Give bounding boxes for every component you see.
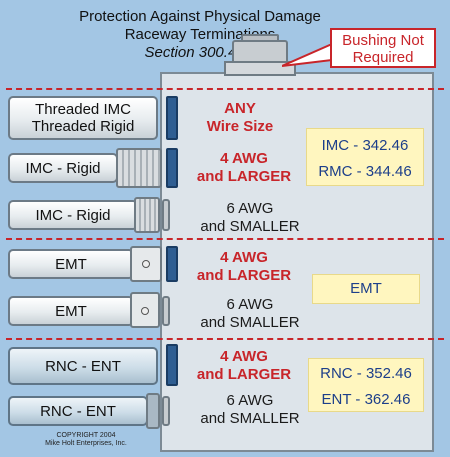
screw-icon <box>142 260 150 268</box>
title-line-2: Raceway Terminations <box>124 26 276 43</box>
conduit-rnc-ent-1: RNC - ENT <box>8 347 158 385</box>
locknut-threaded <box>166 96 178 140</box>
wire-large-2-line-1: 4 AWG <box>220 249 268 266</box>
divider-top <box>6 88 444 90</box>
locknut-rnc-ent-2 <box>162 396 170 426</box>
fitting-rnc-ent-2 <box>146 393 160 429</box>
conduit-threaded: Threaded IMC Threaded Rigid <box>8 96 158 140</box>
conduit-threaded-label-2: Threaded Rigid <box>31 118 135 135</box>
divider-emt <box>6 238 444 240</box>
conduit-threaded-label-1: Threaded IMC <box>35 101 131 118</box>
wire-size-large-3: 4 AWG and LARGER <box>186 348 302 384</box>
conduit-emt-2-label: EMT <box>55 302 87 320</box>
conduit-imc-rigid-1-label: IMC - Rigid <box>25 159 101 177</box>
wire-large-3-line-2: and LARGER <box>196 366 292 383</box>
locknut-rnc-ent-1 <box>166 344 178 386</box>
reference-rnc: RNC - 352.46 <box>320 365 412 382</box>
copyright-line-2: Mike Holt Enterprises, Inc. <box>45 440 127 447</box>
reference-rmc: RMC - 344.46 <box>318 163 412 180</box>
wire-large-1-line-2: and LARGER <box>196 168 292 185</box>
conduit-imc-rigid-2: IMC - Rigid <box>8 200 138 230</box>
reference-box-rnc-ent: RNC - 352.46 ENT - 362.46 <box>308 358 424 412</box>
callout-line-1: Bushing Not <box>342 32 424 49</box>
copyright-notice: COPYRIGHT 2004 Mike Holt Enterprises, In… <box>26 432 146 448</box>
locknut-imc-rigid-1 <box>166 148 178 188</box>
wire-small-2-line-1: 6 AWG <box>226 296 274 313</box>
wire-large-3-line-1: 4 AWG <box>220 348 268 365</box>
locknut-emt-1 <box>166 246 178 282</box>
wire-size-small-3: 6 AWG and SMALLER <box>186 392 314 428</box>
divider-rnc <box>6 338 444 340</box>
wire-small-3-line-1: 6 AWG <box>226 392 274 409</box>
wire-large-1-line-1: 4 AWG <box>220 150 268 167</box>
conduit-rnc-ent-2: RNC - ENT <box>8 396 148 426</box>
conduit-imc-rigid-2-label: IMC - Rigid <box>35 206 111 224</box>
conduit-imc-rigid-1: IMC - Rigid <box>8 153 118 183</box>
wire-small-1-line-2: and SMALLER <box>200 218 300 235</box>
diagram-title: Protection Against Physical Damage Racew… <box>60 8 340 62</box>
title-line-1: Protection Against Physical Damage <box>79 8 321 25</box>
fitting-emt-2 <box>130 292 160 328</box>
wire-any-line-1: ANY <box>224 100 256 117</box>
wire-any-line-2: Wire Size <box>206 118 274 135</box>
fitting-imc-rigid-1 <box>116 148 162 188</box>
conduit-emt-1: EMT <box>8 249 134 279</box>
hub-base <box>224 61 296 76</box>
wire-size-any: ANY Wire Size <box>190 100 290 136</box>
callout-line-2: Required <box>352 49 414 66</box>
wire-small-1-line-1: 6 AWG <box>226 200 274 217</box>
wire-size-large-1: 4 AWG and LARGER <box>186 150 302 186</box>
fitting-imc-rigid-2 <box>134 197 160 233</box>
wire-large-2-line-2: and LARGER <box>196 267 292 284</box>
conduit-rnc-ent-2-label: RNC - ENT <box>40 402 116 420</box>
reference-imc: IMC - 342.46 <box>321 137 409 154</box>
wire-small-2-line-2: and SMALLER <box>200 314 300 331</box>
screw-icon <box>141 307 149 315</box>
conduit-emt-2: EMT <box>8 296 134 326</box>
conduit-emt-1-label: EMT <box>55 255 87 273</box>
reference-box-emt: EMT <box>312 274 420 304</box>
callout-pointer <box>282 44 333 67</box>
locknut-emt-2 <box>162 296 170 326</box>
callout-bushing-not-required: Bushing Not Required <box>330 28 436 68</box>
locknut-imc-rigid-2 <box>162 199 170 231</box>
reference-box-imc-rmc: IMC - 342.46 RMC - 344.46 <box>306 128 424 186</box>
wire-small-3-line-2: and SMALLER <box>200 410 300 427</box>
copyright-line-1: COPYRIGHT 2004 <box>56 432 116 439</box>
reference-ent: ENT - 362.46 <box>321 391 411 408</box>
wire-size-large-2: 4 AWG and LARGER <box>186 249 302 285</box>
wire-size-small-1: 6 AWG and SMALLER <box>186 200 314 236</box>
wire-size-small-2: 6 AWG and SMALLER <box>186 296 314 332</box>
fitting-emt-1 <box>130 246 162 282</box>
conduit-rnc-ent-1-label: RNC - ENT <box>45 357 121 375</box>
reference-emt: EMT <box>350 280 382 297</box>
title-section: Section 300.4(F) <box>144 44 256 61</box>
